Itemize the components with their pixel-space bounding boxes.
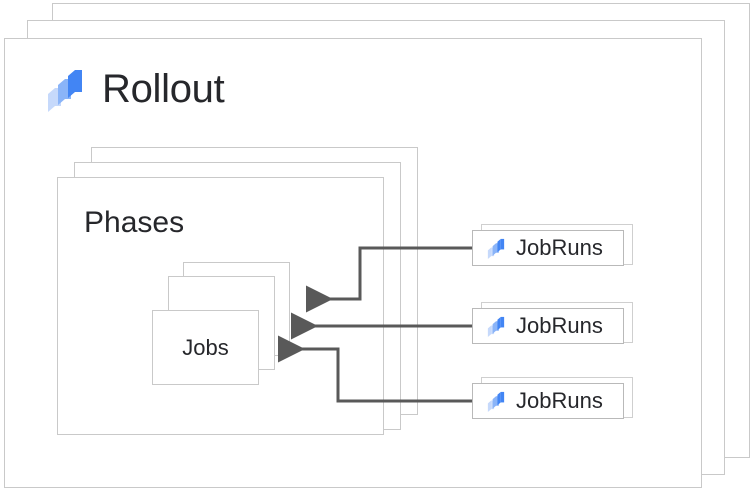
jobs-title: Jobs bbox=[182, 334, 229, 360]
rollout-logo-icon bbox=[487, 238, 505, 259]
rollout-logo-icon bbox=[487, 316, 505, 337]
jobruns-card-0[interactable]: JobRuns bbox=[472, 230, 624, 266]
page-title: Rollout bbox=[102, 67, 225, 111]
jobruns-label: JobRuns bbox=[516, 388, 603, 413]
jobs-card bbox=[152, 310, 259, 385]
rollout-header: Rollout bbox=[42, 66, 225, 112]
phases-title: Phases bbox=[84, 206, 185, 239]
jobruns-card-1[interactable]: JobRuns bbox=[472, 308, 624, 344]
jobruns-card-2[interactable]: JobRuns bbox=[472, 383, 624, 419]
jobruns-label: JobRuns bbox=[516, 313, 603, 338]
rollout-logo-icon bbox=[487, 391, 505, 412]
jobruns-label: JobRuns bbox=[516, 235, 603, 260]
rollout-logo-icon bbox=[48, 70, 82, 112]
